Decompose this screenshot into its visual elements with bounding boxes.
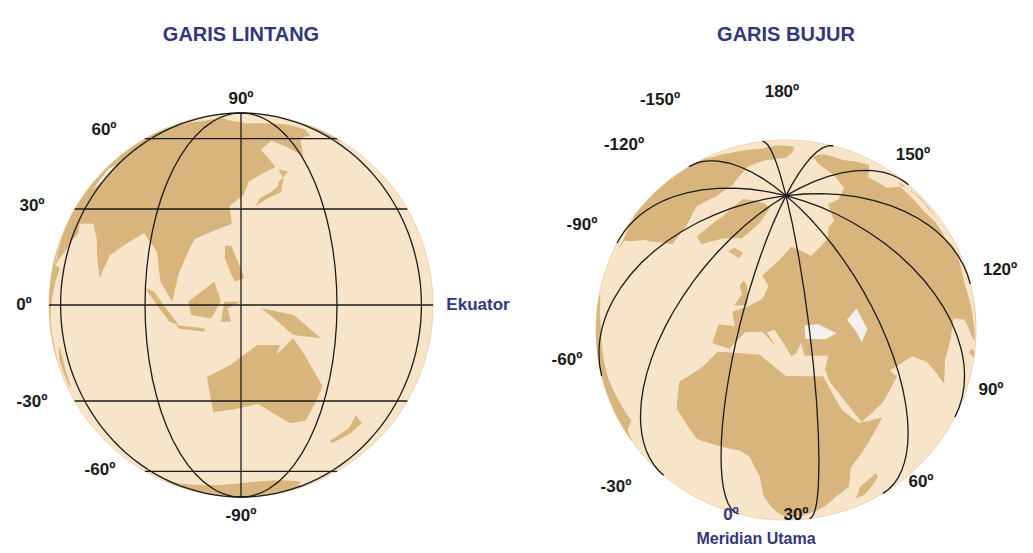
meridian-line [689,161,786,196]
longitude-value: 90º [978,380,1003,400]
label-anchor: 30º [19,196,44,216]
land-mass [969,348,975,358]
longitude-value: -120º [604,135,644,155]
meridian-line [786,170,908,195]
land-mass [856,473,878,498]
label-anchor: 150º [896,145,931,165]
latitude-value: 30º [19,196,44,216]
land-mass [176,325,205,332]
meridian-line [640,196,786,476]
label-anchor: -90º [567,215,598,235]
land-mass [59,345,71,386]
longitude-value: 150º [896,145,931,165]
meridian-line [240,113,241,497]
longitude-value: -90º [567,215,598,235]
meridian-line [786,196,908,494]
globe-sphere [49,113,433,497]
label-anchor: -30º [17,392,48,412]
meridian-line [241,113,337,497]
longitude-value: -30º [601,477,632,497]
meridian-line [61,113,241,497]
meridian-line [721,196,786,514]
longitude-value: -150º [640,90,680,110]
land-mass [261,308,321,338]
globe-title: GARIS BUJUR [717,23,855,46]
label-anchor: -150º [640,90,680,110]
land-mass [898,181,939,221]
land-mass [188,282,221,319]
latitude-value: -90º [226,506,257,526]
longitude-globe [596,140,976,520]
meridian-line [241,113,421,497]
label-anchor: GARIS BUJUR [717,23,855,46]
land-mass [600,145,795,293]
land-mass [330,415,362,443]
land-mass [255,169,288,206]
latitude-globe [49,113,433,497]
longitude-value: 30º [783,505,808,525]
land-mass [163,480,307,497]
longitude-value: 180º [765,82,800,102]
meridian-line [599,196,786,376]
globe-sphere [596,140,976,520]
label-anchor: 120º [983,260,1018,280]
longitude-value: 60º [908,472,933,492]
land-mass [145,288,178,325]
prime-meridian-value: 0º [723,505,739,525]
prime-meridian-label: Meridian Utama [696,530,815,548]
meridian-line [145,113,241,497]
equator-label: Ekuator [446,295,509,315]
land-mass [207,338,323,423]
label-anchor: 60º [91,120,116,140]
land-mass [728,248,743,258]
label-anchor: 90º [978,380,1003,400]
label-anchor: Ekuator [446,295,509,315]
label-anchor: 90º [228,89,253,109]
land-mass [596,293,632,441]
longitude-value: 120º [983,260,1018,280]
latitude-value: 60º [91,120,116,140]
label-anchor: Meridian Utama [696,530,815,548]
land-mass [712,154,974,422]
label-anchor: 60º [908,472,933,492]
lake [96,168,106,179]
meridian-line [786,194,970,284]
land-mass [697,199,770,244]
label-anchor: 180º [765,82,800,102]
latitude-value: 90º [228,89,253,109]
label-anchor: 0º [723,505,739,525]
latitude-value: -60º [85,460,116,480]
label-anchor: 0º [16,295,32,315]
latitude-value: 0º [16,295,32,315]
meridian-line [617,188,786,243]
label-anchor: -120º [604,135,644,155]
globe-title: GARIS LINTANG [163,23,319,46]
label-anchor: GARIS LINTANG [163,23,319,46]
meridian-line [786,196,965,417]
label-anchor: -30º [601,477,632,497]
meridian-line [762,141,786,195]
longitude-value: -60º [552,350,583,370]
meridian-line [786,196,819,519]
lake [847,309,867,342]
label-anchor: -90º [226,506,257,526]
label-anchor: -60º [85,460,116,480]
land-mass [56,118,311,302]
label-anchor: 30º [783,505,808,525]
label-anchor: -60º [552,350,583,370]
latitude-value: -30º [17,392,48,412]
meridian-line [786,146,833,196]
land-mass [973,297,976,332]
lake [93,165,117,190]
